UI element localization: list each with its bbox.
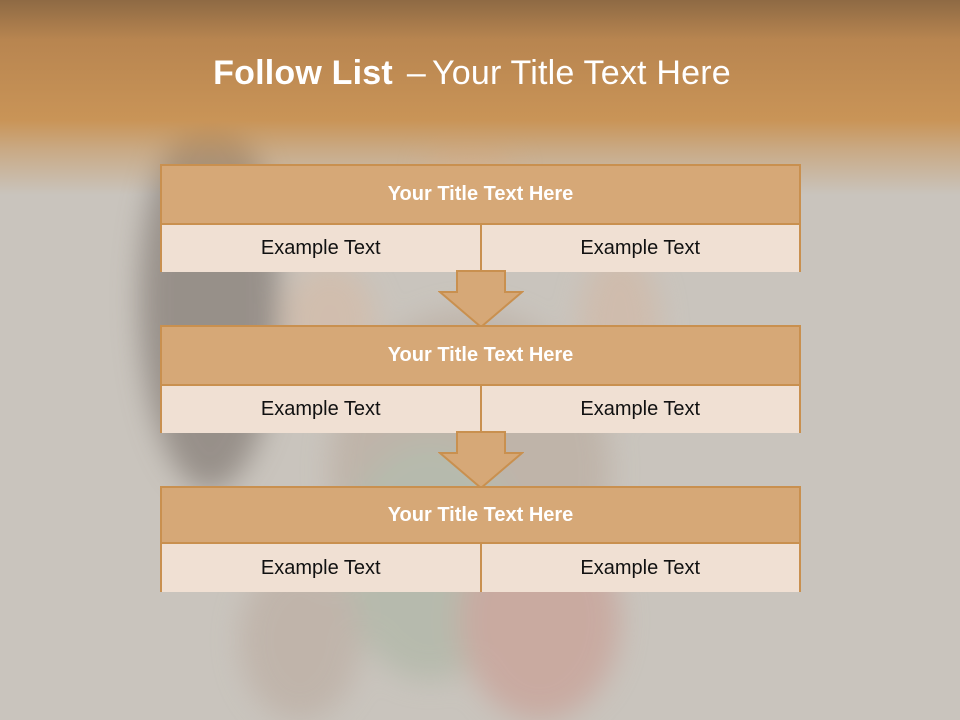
header-band	[0, 0, 960, 195]
slide-title-dash: –	[406, 54, 427, 92]
step-2-right-text: Example Text	[479, 386, 800, 433]
step-1-right-text: Example Text	[479, 225, 800, 272]
step-card-1: Your Title Text Here Example Text Exampl…	[160, 164, 801, 272]
step-1-left-text: Example Text	[260, 237, 381, 259]
slide-title-bold: Follow List	[213, 54, 393, 92]
step-3-right-text: Example Text	[479, 544, 800, 592]
slide-title: Follow List–Your Title Text Here	[0, 54, 944, 93]
down-arrow-icon-2	[438, 431, 524, 489]
step-2-left-text: Example Text	[260, 398, 381, 420]
step-title-1: Your Title Text Here	[162, 166, 799, 225]
step-row-2: Example Text Example Text	[162, 386, 799, 433]
step-card-2: Your Title Text Here Example Text Exampl…	[160, 325, 801, 433]
step-title-3: Your Title Text Here	[162, 488, 799, 544]
step-row-3: Example Text Example Text	[162, 544, 799, 592]
slide-title-rest: Your Title Text Here	[432, 54, 731, 92]
down-arrow-icon-1	[438, 270, 524, 328]
step-card-3: Your Title Text Here Example Text Exampl…	[160, 486, 801, 592]
step-3-left-text: Example Text	[260, 556, 381, 579]
step-title-2: Your Title Text Here	[162, 327, 799, 386]
step-row-1: Example Text Example Text	[162, 225, 799, 272]
